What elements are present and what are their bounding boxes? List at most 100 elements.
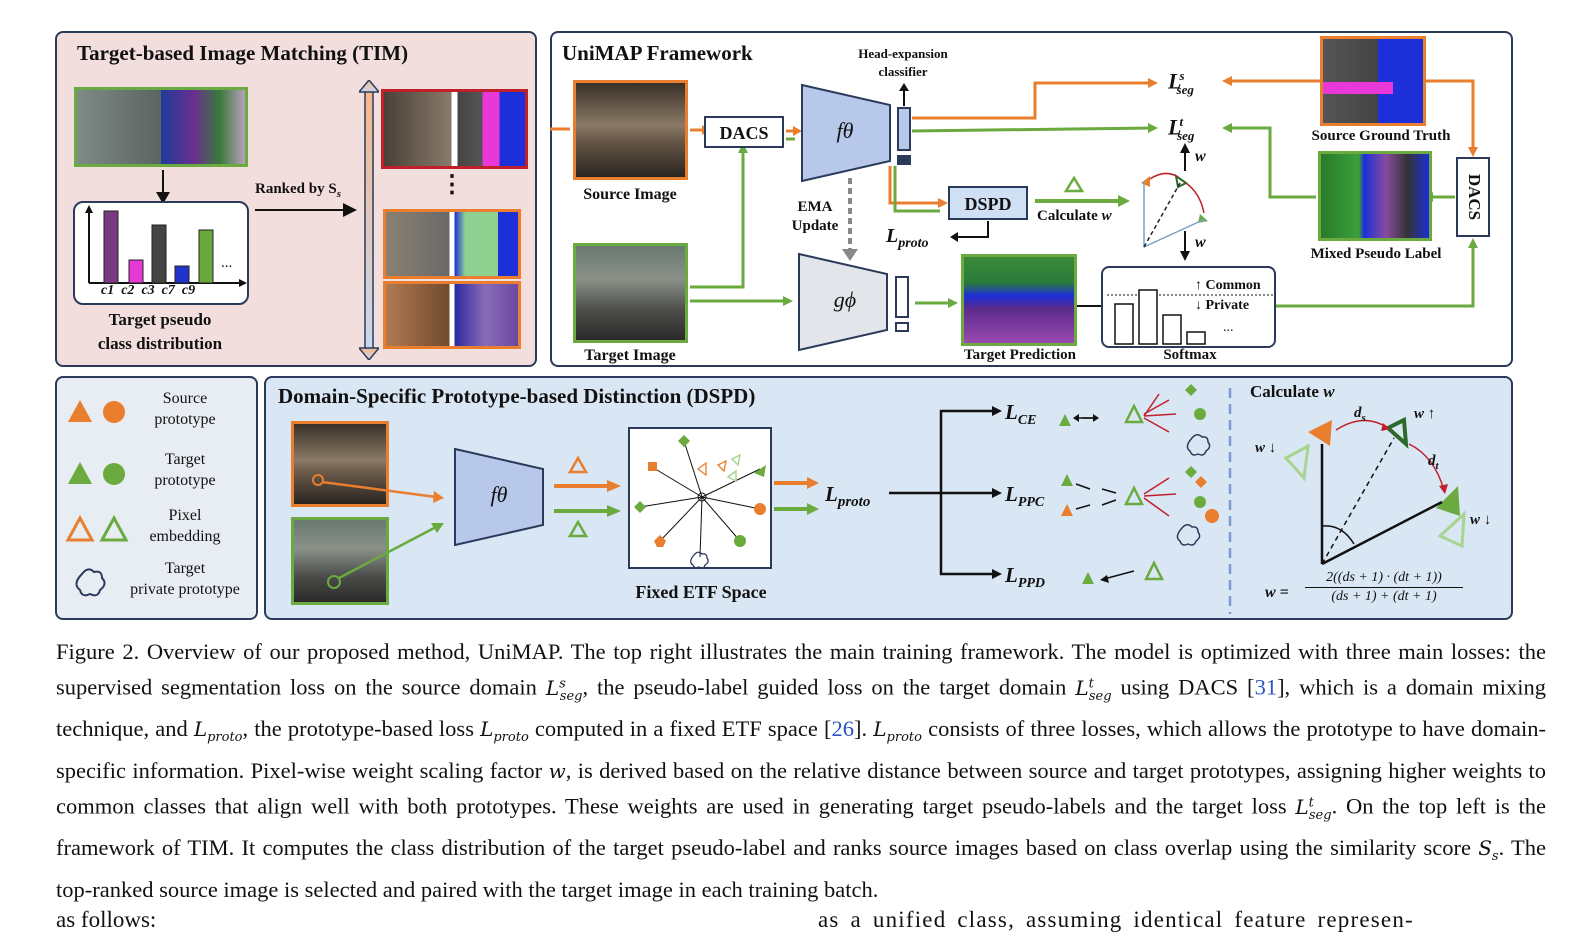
g-phi-label: gϕ: [833, 287, 857, 312]
body-text-left: as follows:: [56, 907, 157, 932]
w-down-right-label: w ↓: [1470, 512, 1492, 528]
dspd-l-proto: Lproto: [825, 482, 871, 511]
math-lproto: Lproto: [480, 717, 529, 746]
source-ground-truth: [1320, 36, 1426, 126]
tim-target-image: [74, 87, 248, 167]
bar-tick: c9: [181, 283, 196, 298]
f-theta-encoder: [801, 83, 891, 183]
unimap-arrows: [550, 76, 1478, 311]
f-theta-label: fθ: [836, 118, 854, 143]
ranked-arrow: [255, 209, 345, 211]
tim-dist-caption-1: Target pseudo: [108, 310, 212, 329]
g-phi-head: [895, 276, 909, 318]
formula-denominator: (ds + 1) + (dt + 1): [1331, 589, 1437, 604]
softmax-private: ↓ Private: [1195, 298, 1250, 313]
mixed-pseudo-label: [1318, 151, 1432, 241]
bar-tick: c7: [161, 283, 175, 298]
head-expansion-label-2: classifier: [878, 64, 928, 79]
dspd-arrows: [312, 384, 1466, 614]
arrow-head-icon: [156, 192, 170, 204]
l-seg-t: Ltseg: [1168, 114, 1195, 143]
legend-source-1: Source: [162, 390, 208, 407]
formula-lhs: w =: [1265, 584, 1289, 601]
dspd-source-image: [291, 421, 389, 507]
source-image-label: Source Image: [583, 186, 677, 203]
softmax-bars: [1107, 289, 1273, 345]
arrow-head-icon: [343, 203, 357, 217]
head-classifier-ext: [897, 155, 911, 165]
formula-numerator: 2((ds + 1) · (dt + 1)): [1305, 570, 1463, 588]
ema-label-2: Update: [791, 218, 839, 234]
ema-label-1: EMA: [797, 199, 833, 215]
math-lseg-s: Lsseg: [545, 676, 583, 705]
legend-source-2: prototype: [154, 411, 216, 428]
ranked-source-top: [381, 89, 528, 169]
l-ppc: LPPC: [1005, 482, 1045, 511]
unimap-title: UniMAP Framework: [562, 41, 753, 65]
w-down-left-label: w ↓: [1255, 440, 1277, 456]
w-up-label: w ↑: [1414, 406, 1436, 422]
calculate-w-label: Calculate w: [1037, 208, 1112, 224]
source-image: [573, 80, 688, 180]
dspd-box: DSPD: [948, 186, 1028, 220]
etf-space-label: Fixed ETF Space: [635, 582, 767, 602]
ranked-vdots: ⋮: [440, 172, 464, 198]
legend-symbols: [65, 400, 129, 597]
dacs-vertical-box: DACS: [1456, 157, 1490, 237]
gt-pink-stripe: [1323, 82, 1393, 94]
legend-target-1: Target: [164, 451, 206, 468]
dspd-title: Domain-Specific Prototype-based Distinct…: [278, 384, 756, 408]
bar-tick: c2: [121, 283, 135, 298]
tim-bar-chart: [85, 205, 247, 287]
l-proto-label: Lproto: [886, 225, 929, 251]
math-ss: Ss: [1478, 836, 1499, 865]
tim-class-distribution: ... c1 c2 c3 c7 c9: [73, 201, 249, 305]
legend-pixel-1: Pixel: [168, 507, 202, 524]
figure-caption: Figure 2. Overview of our proposed metho…: [56, 639, 1547, 902]
citation-26[interactable]: 26: [831, 716, 855, 742]
math-lproto: Lproto: [873, 717, 922, 746]
tim-dist-caption-2: class distribution: [97, 334, 223, 353]
softmax-box: ↑ Common ↓ Private ...: [1101, 266, 1276, 348]
bar-tick: c1: [101, 283, 115, 298]
ranked-label: Ranked by Ss: [255, 181, 341, 200]
ds-label: ds: [1354, 405, 1366, 424]
bar-tick-labels: c1 c2 c3 c7 c9: [101, 283, 195, 299]
head-expansion-label-1: Head-expansion: [858, 46, 948, 61]
math-lproto: Lproto: [193, 717, 243, 746]
legend-target-2: prototype: [154, 472, 216, 489]
l-seg-s: Lsseg: [1168, 68, 1194, 97]
dt-label: dt: [1428, 453, 1439, 472]
softmax-ellipsis: ...: [1223, 320, 1234, 335]
etf-space: [628, 427, 772, 569]
softmax-label: Softmax: [1163, 347, 1217, 363]
ranked-source-3: [383, 281, 521, 349]
dspd-f-theta-encoder: [454, 447, 544, 547]
formula-fraction: 2((ds + 1) · (dt + 1)) (ds + 1) + (dt + …: [1305, 570, 1463, 605]
body-text-right: as a unified class, assuming identical f…: [818, 907, 1414, 932]
dacs-box: DACS: [704, 116, 784, 148]
math-lseg-t: Ltseg: [1075, 676, 1112, 705]
target-image-label: Target Image: [584, 347, 676, 364]
l-ce: LCE: [1005, 400, 1037, 429]
l-ppd: LPPD: [1005, 563, 1046, 592]
head-classifier: [897, 107, 911, 151]
target-prediction-label: Target Prediction: [963, 347, 1077, 363]
citation-31[interactable]: 31: [1254, 675, 1278, 701]
source-gt-label: Source Ground Truth: [1311, 128, 1451, 144]
mixed-pseudo-label-text: Mixed Pseudo Label: [1310, 246, 1442, 262]
ranked-source-2: [383, 209, 521, 279]
w-label-down: w: [1195, 234, 1206, 251]
math-lseg-t: Ltseg: [1295, 794, 1332, 823]
tim-arrow-down: [162, 170, 164, 198]
legend-private-2: private prototype: [130, 581, 240, 598]
g-phi-encoder: [798, 252, 888, 352]
math-w: w: [548, 758, 566, 783]
bar-ellipsis: ...: [221, 255, 233, 271]
rank-scale-arrow: [359, 80, 379, 360]
legend-private-1: Target: [164, 560, 206, 577]
w-label-up: w: [1195, 148, 1206, 165]
dacs-vertical-label: DACS: [1465, 173, 1484, 221]
legend-pixel-2: embedding: [149, 528, 221, 545]
softmax-common: ↑ Common: [1195, 278, 1261, 293]
